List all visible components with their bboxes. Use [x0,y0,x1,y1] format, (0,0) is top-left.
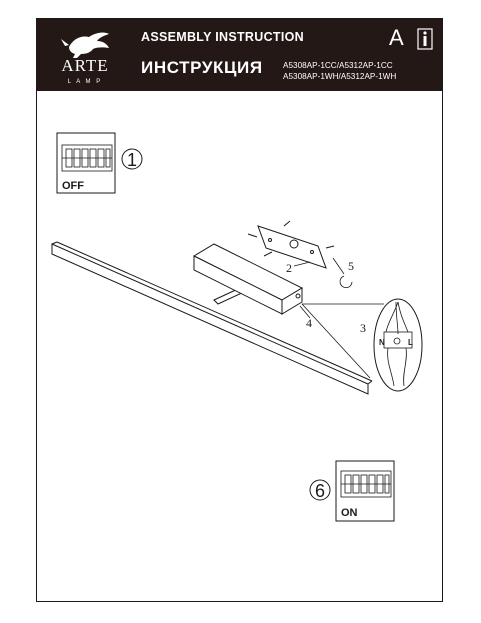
step-1-badge [121,148,143,170]
breaker-module-icon [61,144,113,172]
step-6-number: 6 [315,481,325,501]
header-bar: ARTE L A M P ASSEMBLY INSTRUCTION ИНСТРУ… [37,19,442,91]
rotate-arrow-icon [339,275,353,288]
model-line-1: A5308AP-1CC/A5312AP-1CC [283,61,393,70]
step-6-badge [309,479,331,501]
breaker-switch-off: OFF [56,132,116,194]
model-line-2: A5308AP-1WH/A5312AP-1WH [283,71,397,81]
step-4-label: 4 [306,316,312,330]
ground-icon [393,337,401,345]
step-2-label: 2 [286,261,292,275]
title-russian: ИНСТРУКЦИЯ [141,58,263,77]
step-3-label: 3 [360,321,366,335]
model-numbers: A5308AP-1CC/A5312AP-1CC A5308AP-1WH/A531… [283,61,396,82]
step-1-number: 1 [127,150,137,170]
wall-box [192,243,304,315]
arte-lamp-logo: ARTE L A M P [61,32,109,85]
screw-icon [247,220,335,257]
instruction-sheet: ARTE L A M P ASSEMBLY INSTRUCTION ИНСТРУ… [36,18,443,602]
terminal-neutral-label: N [379,338,385,347]
brand-name: ARTE [61,56,108,75]
mounting-bracket [257,225,327,269]
terminal-live-label: L [408,338,413,347]
brand-subtitle: L A M P [68,79,102,85]
wire-bundle-icon [383,301,413,387]
light-bar [51,241,373,395]
info-manual-icon [417,28,433,50]
language-code: A [389,25,404,50]
switch-on-label: ON [341,507,358,519]
breaker-switch-on: ON [335,460,395,522]
breaker-module-icon [340,470,392,498]
wiring-detail: N L [301,298,423,392]
step-5-label: 5 [348,259,354,273]
switch-off-label: OFF [62,180,84,192]
title-english: ASSEMBLY INSTRUCTION [141,30,304,44]
griffin-emblem-icon [61,32,109,58]
